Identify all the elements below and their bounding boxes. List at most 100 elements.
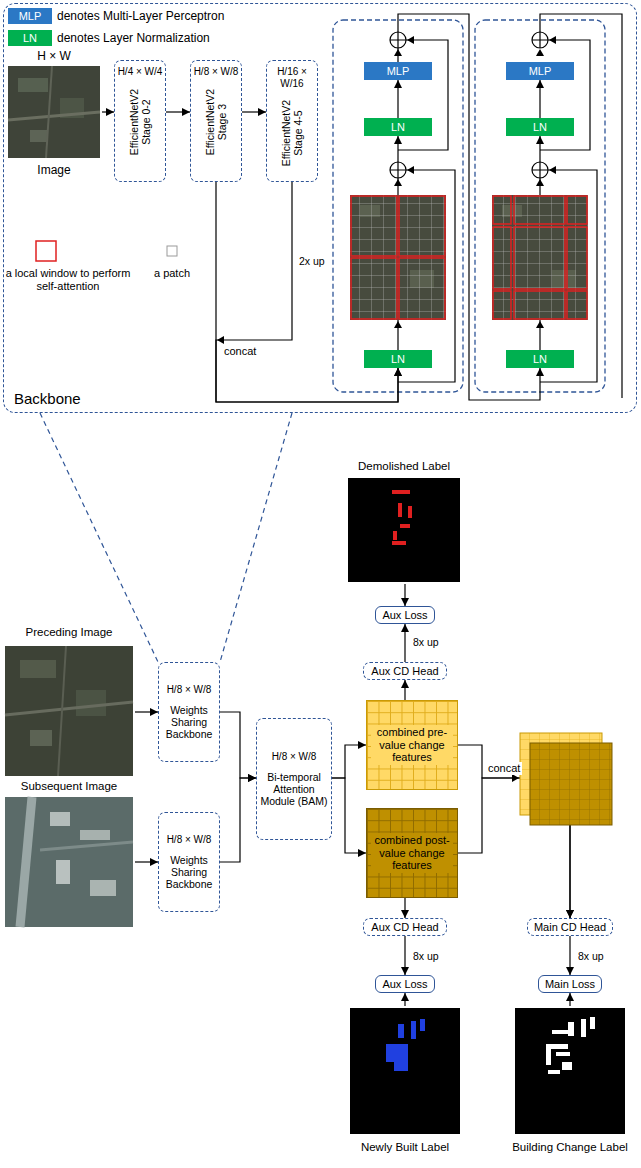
block-outline <box>333 20 463 392</box>
connector <box>404 936 405 975</box>
connector <box>569 936 570 975</box>
node-label: LN <box>533 121 547 134</box>
backbone-box: H/8 × W/8Weights Sharing Backbone <box>158 662 220 762</box>
legend-text: a patch <box>147 267 197 280</box>
satellite-image <box>5 702 133 715</box>
label-image <box>398 503 402 517</box>
label-image <box>386 1044 408 1062</box>
label-image <box>392 490 412 545</box>
feature-map: combined pre-value change features <box>366 700 458 790</box>
arrow-head <box>407 166 414 174</box>
arrow-head <box>407 36 414 44</box>
arrow-head <box>536 49 544 56</box>
legend-text: a local window to perform self-attention <box>5 267 131 293</box>
node-label: Building Change Label <box>512 1141 628 1154</box>
connector <box>404 898 405 918</box>
arrow-head <box>549 36 556 44</box>
shifted-window-picture <box>492 195 588 320</box>
attention-module: H/8 × W/8Bi-temporal Attention Module (B… <box>256 718 332 840</box>
shifted-window-picture <box>493 291 511 319</box>
satellite-image <box>56 860 70 884</box>
add-symbol <box>532 162 548 178</box>
connector <box>135 861 158 862</box>
node-label: Subsequent Image <box>21 780 118 793</box>
layernorm-box: LN <box>364 118 432 136</box>
add-symbol <box>532 32 548 48</box>
label-image <box>548 1070 560 1074</box>
arrow-head <box>217 36 556 782</box>
node-label: combined pre-value change features <box>371 725 453 765</box>
node-label: MLP <box>387 65 410 78</box>
node-label: combined post-value change features <box>371 833 453 873</box>
backbone-box: H/8 × W/8Weights Sharing Backbone <box>158 812 220 912</box>
node-label: H/4 × W/4 <box>118 66 163 78</box>
satellite-image <box>80 830 110 840</box>
loss-box: Aux Loss <box>375 606 435 624</box>
shifted-window-picture <box>514 196 565 224</box>
swatch-label: LN <box>23 32 37 44</box>
satellite-image <box>20 660 56 678</box>
label-image <box>394 1062 408 1071</box>
label-image <box>348 478 460 582</box>
connector <box>397 80 398 118</box>
stage-box: H/16 × W/16EfficientNetV2 Stage 4-5 <box>266 60 318 182</box>
connector <box>539 80 540 118</box>
connector <box>332 745 366 778</box>
zoom-line <box>40 413 292 662</box>
legend-text: denotes Multi-Layer Perceptron <box>57 9 224 23</box>
node-label: Preceding Image <box>26 626 113 639</box>
node-label: Bi-temporal Attention Module (BAM) <box>260 771 328 807</box>
connector <box>102 111 114 112</box>
layernorm-box: LN <box>506 118 574 136</box>
satellite-image <box>90 880 116 896</box>
edge-label: 8x up <box>411 636 441 649</box>
satellite-image <box>5 797 133 927</box>
node-label: Aux Loss <box>382 978 427 991</box>
connector <box>569 993 570 1006</box>
window-attention-picture <box>350 195 446 320</box>
add-symbol <box>532 162 548 178</box>
node-label: Main Loss <box>545 978 595 991</box>
connector <box>166 111 190 112</box>
shifted-window-picture <box>567 227 587 289</box>
connector <box>404 680 405 700</box>
add-symbol <box>390 32 548 178</box>
window-attention-picture <box>351 196 445 319</box>
connector <box>332 778 366 853</box>
satellite-image <box>40 842 133 850</box>
mlp-box: MLP <box>364 62 432 80</box>
connector <box>220 778 256 862</box>
label-image <box>420 1019 425 1031</box>
satellite-image <box>5 797 133 927</box>
label-image <box>392 490 410 494</box>
label-image <box>350 1008 460 1134</box>
label-image <box>408 506 412 518</box>
add-symbol <box>532 32 548 48</box>
add-symbol <box>390 162 406 178</box>
add-symbol <box>390 32 406 48</box>
arrow-head <box>394 179 402 186</box>
node-label: Demolished Label <box>358 460 450 473</box>
satellite-image <box>46 66 52 158</box>
loss-box: Main Loss <box>538 975 602 993</box>
input-image: H × WImage <box>6 50 102 178</box>
node-label: Weights Sharing Backbone <box>162 854 216 890</box>
shifted-window-picture <box>493 227 511 289</box>
window-attention-picture <box>350 195 446 320</box>
connector-layer <box>102 14 570 1006</box>
node-label: EfficientNetV2 Stage 4-5 <box>280 93 304 173</box>
label-image <box>515 1008 625 1134</box>
arrow-head <box>536 179 544 186</box>
legend-swatch: MLP <box>8 8 52 24</box>
wire-label: concat <box>222 345 258 358</box>
legend-shape <box>167 246 177 256</box>
satellite-image <box>5 646 133 776</box>
satellite-image <box>76 690 106 716</box>
window-attention-picture <box>351 196 397 256</box>
wire-label: concat <box>486 762 522 775</box>
label-image <box>386 1019 425 1071</box>
satellite-image <box>50 812 70 826</box>
stage-box: H/8 × W/8EfficientNetV2 Stage 3 <box>190 60 242 182</box>
node-label: H/8 × W/8 <box>272 751 317 763</box>
node-label: MLP <box>529 65 552 78</box>
